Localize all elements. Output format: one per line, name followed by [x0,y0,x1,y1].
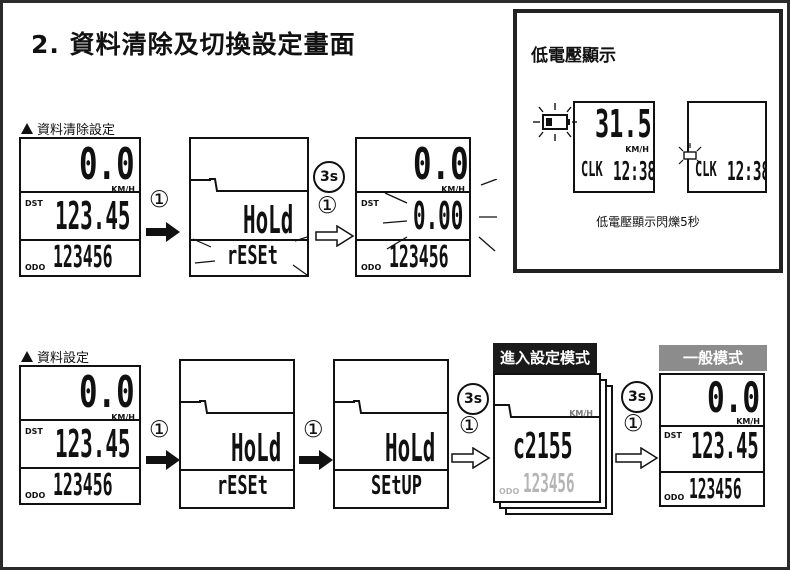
low-voltage-inset: 低電壓顯示 31.5 KM/H CLK 12:38 CLK 12:38 [513,9,783,273]
low-voltage-lcd-b: CLK 12:38 [687,101,767,193]
triangle-icon [21,123,33,134]
lcd-line2: rESEt [227,241,278,271]
lcd-unit: KM/H [625,145,649,154]
lcd-unit: KM/H [569,409,593,418]
battery-flash-icon [678,143,702,165]
solid-arrow-icon [146,450,180,470]
lcd-odo: 123456 [389,240,449,275]
step-2-icon: ① [303,417,324,443]
lcd-time: 12:38 [727,157,767,187]
lcd-line1: HoLd [243,198,294,242]
solid-arrow-icon [299,450,333,470]
section-setting-label: 資料設定 [21,347,89,366]
lcd-speed: 31.5 [595,102,652,146]
section-clear-label-text: 資料清除設定 [37,123,116,138]
setting-lcd-2: HoLd rESEt [179,359,295,509]
lcd-line2: rESEt [217,471,268,501]
lcd-dst: 0.00 [413,194,464,238]
lcd-dst: 123.45 [55,422,131,466]
lcd-speed: 0.0 [79,367,135,418]
clear-lcd-1: 0.0 KM/H DST 123.45 ODO 123456 [19,137,141,277]
lcd-dst-label: DST [664,431,682,440]
hold-3s-badge: 3s [313,161,345,193]
triangle-icon [21,351,33,362]
lcd-odo: 123456 [53,468,113,503]
battery-low-icon [533,103,577,141]
lcd-odo-label: ODO [25,263,46,272]
clear-lcd-2: HoLd rESEt [189,137,309,277]
lcd-clk-label: CLK [581,157,603,181]
lcd-speed: 0.0 [707,373,761,422]
lcd-line1: HoLd [231,426,282,470]
step-1-icon: ① [149,417,170,443]
lcd-odo: 123456 [53,240,113,275]
normal-mode-tag: 一般模式 [659,345,767,371]
lcd-odo-label: ODO [499,487,520,496]
lcd-speed: 0.0 [79,139,135,190]
section-setting-label-text: 資料設定 [37,351,90,366]
hollow-arrow-icon [451,447,491,469]
lcd-dst-label: DST [25,427,43,436]
lcd-dst-label: DST [361,199,379,208]
step-2-icon: ① [317,193,338,219]
inset-title: 低電壓顯示 [531,46,616,66]
solid-arrow-icon [146,222,180,242]
lcd-odo-label: ODO [361,263,382,272]
clear-lcd-3: 0.0 KM/H DST 0.00 ODO 123456 [355,137,471,277]
lcd-dst: 123.45 [55,194,131,238]
page-title: 2. 資料清除及切換設定畫面 [31,30,356,59]
lcd-unit: KM/H [441,185,465,194]
setting-lcd-3: HoLd SEtUP [333,359,449,509]
lcd-unit: KM/H [111,413,135,422]
section-clear-label: 資料清除設定 [21,119,115,138]
lcd-time: 12:38 [613,157,655,187]
low-voltage-lcd-a: 31.5 KM/H CLK 12:38 [573,101,655,193]
step-4-icon: ① [623,411,644,437]
lcd-value: c2155 [513,426,573,467]
lcd-unit: KM/H [111,185,135,194]
lcd-line1: HoLd [385,426,436,470]
flash-lines-icon [383,179,498,252]
step-3-icon: ① [459,413,480,439]
lcd-odo-label: ODO [25,491,46,500]
hollow-arrow-icon [615,447,659,469]
setting-lcd-1: 0.0 KM/H DST 123.45 ODO 123456 [19,365,141,505]
enter-setting-mode-tag: 進入設定模式 [493,343,597,373]
lcd-odo: 123456 [689,472,742,505]
lcd-speed: 0.0 [413,139,469,190]
lcd-line2: SEtUP [371,471,422,501]
hollow-arrow-icon [315,225,355,247]
lcd-dst-label: DST [25,199,43,208]
lcd-odo-label: ODO [664,493,685,502]
setting-lcd-5: 0.0 KM/H DST 123.45 ODO 123456 [659,373,765,507]
lcd-odo: 123456 [523,469,575,499]
setting-lcd-4: KM/H c2155 ODO 123456 [493,373,601,503]
inset-caption: 低電壓顯示閃爍5秒 [596,215,700,229]
lcd-dst: 123.45 [691,426,759,467]
hold-3s-badge: 3s [457,383,489,415]
flash-lines-icon [192,236,307,275]
lcd-unit: KM/H [736,417,760,426]
hold-3s-badge: 3s [621,381,653,413]
step-1-icon: ① [149,187,170,213]
